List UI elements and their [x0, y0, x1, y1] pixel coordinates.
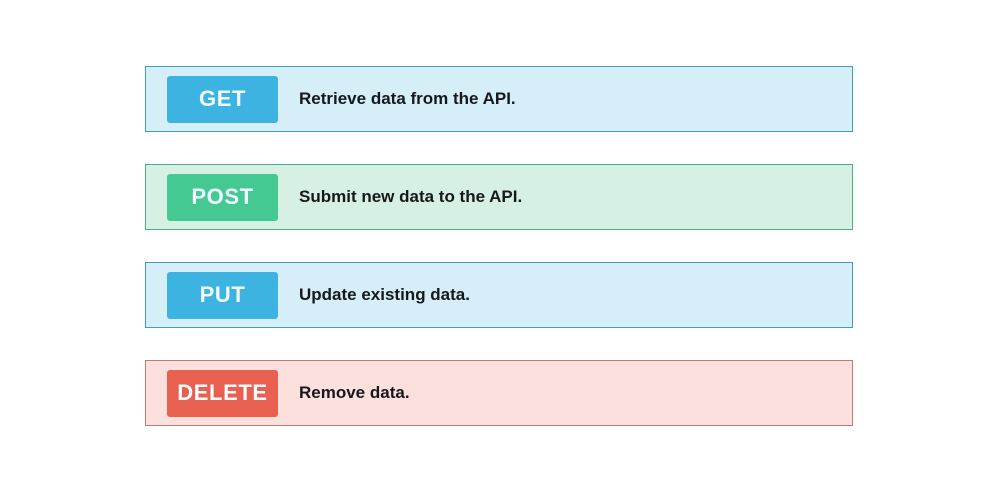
- method-description-get: Retrieve data from the API.: [299, 88, 516, 108]
- method-row-put[interactable]: PUT Update existing data.: [145, 262, 853, 328]
- http-method-list: GET Retrieve data from the API. POST Sub…: [145, 66, 853, 426]
- method-row-post[interactable]: POST Submit new data to the API.: [145, 164, 853, 230]
- method-description-post: Submit new data to the API.: [299, 186, 523, 206]
- method-description-put: Update existing data.: [299, 284, 470, 304]
- method-row-delete[interactable]: DELETE Remove data.: [145, 360, 853, 426]
- method-badge-put[interactable]: PUT: [167, 271, 278, 319]
- method-row-get[interactable]: GET Retrieve data from the API.: [145, 66, 853, 132]
- method-badge-get[interactable]: GET: [167, 75, 278, 123]
- method-badge-delete[interactable]: DELETE: [167, 369, 278, 417]
- method-badge-post[interactable]: POST: [167, 173, 278, 221]
- method-description-delete: Remove data.: [299, 382, 410, 402]
